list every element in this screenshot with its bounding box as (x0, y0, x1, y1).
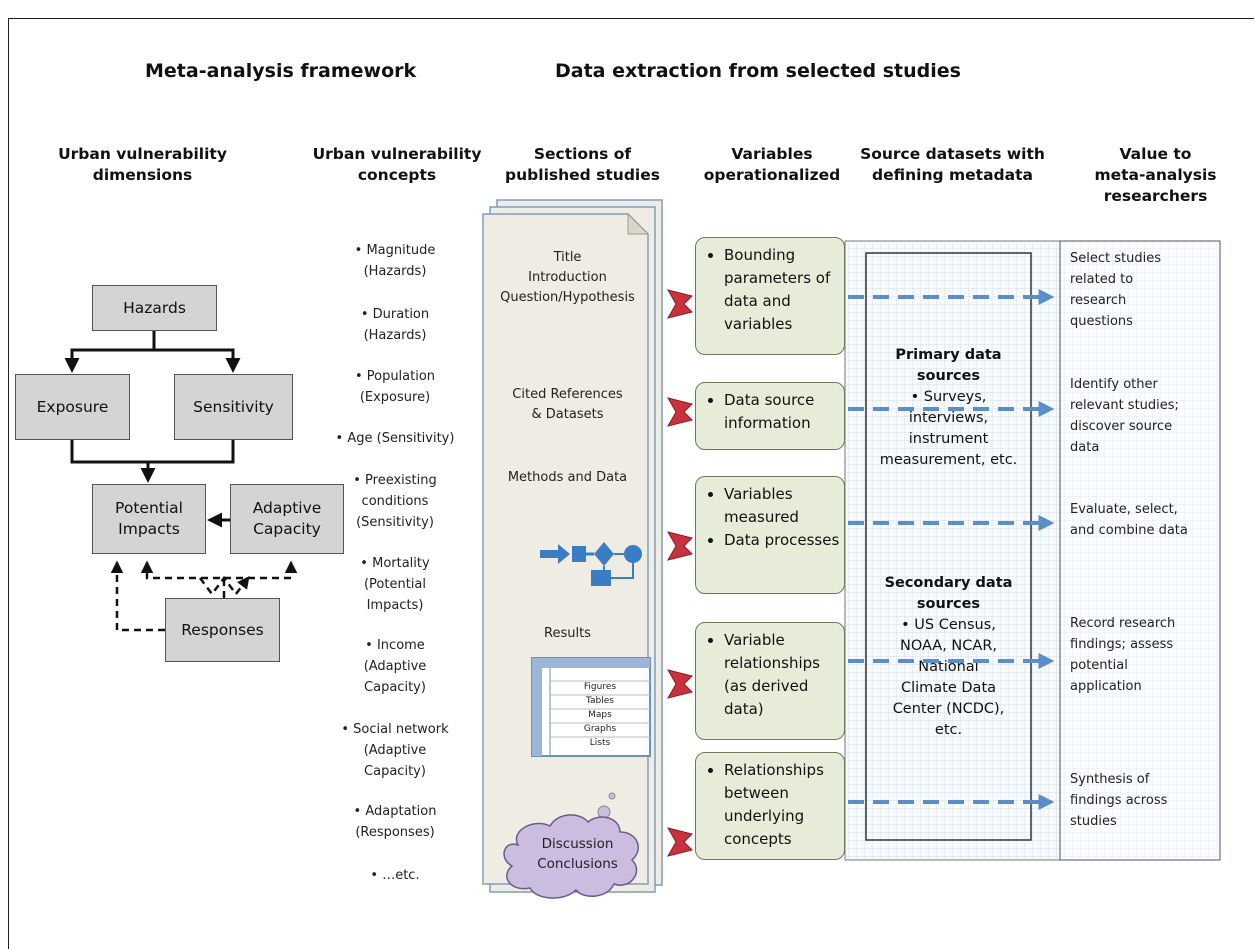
sensitivity-box: Sensitivity (174, 374, 293, 440)
exposure-box: Exposure (15, 374, 130, 440)
concept-magnitude: • Magnitude(Hazards) (354, 243, 436, 279)
extraction-title: Data extraction from selected studies (555, 60, 961, 82)
framework-title: Meta-analysis framework (145, 60, 417, 82)
concept-age: • Age (Sensitivity) (335, 431, 455, 446)
sources-inner-box (865, 252, 1032, 841)
dashed-arrows (848, 289, 1055, 810)
hazards-box: Hazards (92, 285, 217, 331)
concept-etc: • …etc. (370, 868, 420, 883)
variable-box-bounding: Bounding parameters of data and variable… (695, 237, 845, 355)
variable-box-relationships: Variable relationships (as derived data) (695, 622, 845, 740)
responses-box: Responses (165, 598, 280, 662)
variable-box-measured: Variables measuredData processes (695, 476, 845, 594)
results-table-icon (531, 657, 651, 757)
figure-frame (8, 18, 1254, 949)
concept-population: • Population(Exposure) (354, 369, 436, 405)
flow-connectors (64, 330, 298, 632)
section-arrows (666, 289, 693, 857)
section-references: Cited References& Datasets (512, 387, 623, 422)
section-methods: Methods and Data (507, 470, 628, 485)
section-graphics (503, 542, 651, 899)
primary-sources: Primary data sources • Surveys,interview… (879, 347, 1018, 468)
methods-flowchart-icon (540, 542, 642, 586)
concept-adaptation: • Adaptation(Responses) (353, 804, 437, 840)
concept-duration: • Duration(Hazards) (360, 307, 430, 343)
discussion-cloud (503, 814, 639, 899)
section-results: Results (544, 626, 591, 641)
secondary-sources: Secondary data sources • US Census,NOAA,… (884, 575, 1013, 738)
variable-box-underlying: Relationships between underlying concept… (695, 752, 845, 860)
value-evaluate-data: Evaluate, select,and combine data (1070, 502, 1188, 538)
variable-box-source-info: Data source information (695, 382, 845, 450)
